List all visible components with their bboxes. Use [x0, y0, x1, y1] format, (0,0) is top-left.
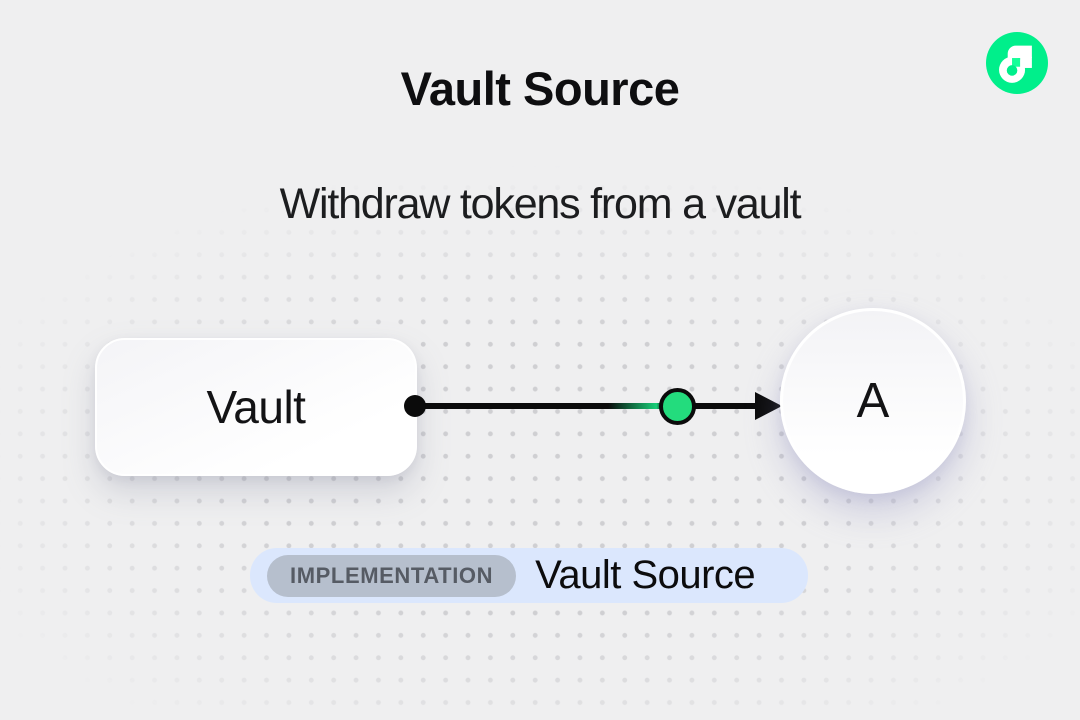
- page-title: Vault Source: [400, 62, 680, 115]
- implementation-label: Vault Source: [535, 553, 756, 597]
- account-a-node: A: [780, 308, 966, 494]
- edge-token-marker: [659, 388, 696, 425]
- flow-logo-icon: [986, 32, 1048, 94]
- vault-node-label: Vault: [206, 381, 306, 433]
- account-a-node-label: A: [856, 374, 890, 428]
- edge-start-dot: [404, 395, 426, 417]
- implementation-tag: IMPLEMENTATION: [267, 554, 517, 597]
- edge-line: [415, 403, 760, 409]
- implementation-badge: IMPLEMENTATION Vault Source: [250, 548, 808, 603]
- vault-node: Vault: [95, 338, 417, 476]
- edge-arrowhead-icon: [755, 392, 782, 420]
- page-subtitle: Withdraw tokens from a vault: [279, 180, 802, 228]
